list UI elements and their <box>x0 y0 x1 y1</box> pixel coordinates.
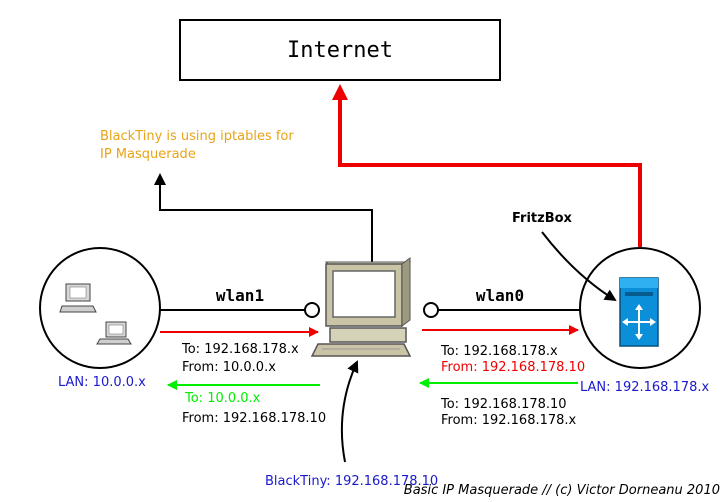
left-outgoing-from: From: 10.0.0.x <box>182 360 276 375</box>
lan-left-node <box>39 247 161 369</box>
fritzbox-label: FritzBox <box>512 211 573 226</box>
blacktiny-label: BlackTiny: 192.168.178.10 <box>265 474 438 489</box>
internet-node: Internet <box>179 19 501 81</box>
left-outgoing-to: To: 192.168.178.x <box>181 342 299 357</box>
internet-label: Internet <box>287 38 393 63</box>
right-incoming-from: From: 192.168.178.x <box>441 413 577 428</box>
left-incoming-from: From: 192.168.178.10 <box>182 411 326 426</box>
uplink-path <box>332 84 642 247</box>
wlan1-port <box>304 302 320 318</box>
desktop-icon <box>96 321 132 345</box>
laptop-icon <box>59 283 97 313</box>
lan-right-node <box>579 247 701 369</box>
blacktiny-computer-icon <box>310 257 412 357</box>
right-outgoing-from: From: 192.168.178.10 <box>441 360 585 375</box>
credit-text: Basic IP Masquerade // (c) Victor Dornea… <box>404 483 720 498</box>
note-pointer <box>154 173 373 262</box>
right-incoming-to: To: 192.168.178.10 <box>440 397 567 412</box>
lan-left-label: LAN: 10.0.0.x <box>58 375 146 390</box>
wlan0-port <box>423 302 439 318</box>
note-line-2: IP Masquerade <box>100 147 196 162</box>
lan-right-label: LAN: 192.168.178.x <box>580 380 710 395</box>
fritzbox-pointer <box>541 231 617 302</box>
left-incoming-to: To: 10.0.0.x <box>184 391 261 406</box>
note-line-1: BlackTiny is using iptables for <box>100 129 294 144</box>
wlan0-label: wlan0 <box>476 286 524 305</box>
router-icon <box>619 277 659 347</box>
right-outgoing-to: To: 192.168.178.x <box>440 344 558 359</box>
wlan1-label: wlan1 <box>216 286 264 305</box>
blacktiny-pointer <box>340 360 359 463</box>
